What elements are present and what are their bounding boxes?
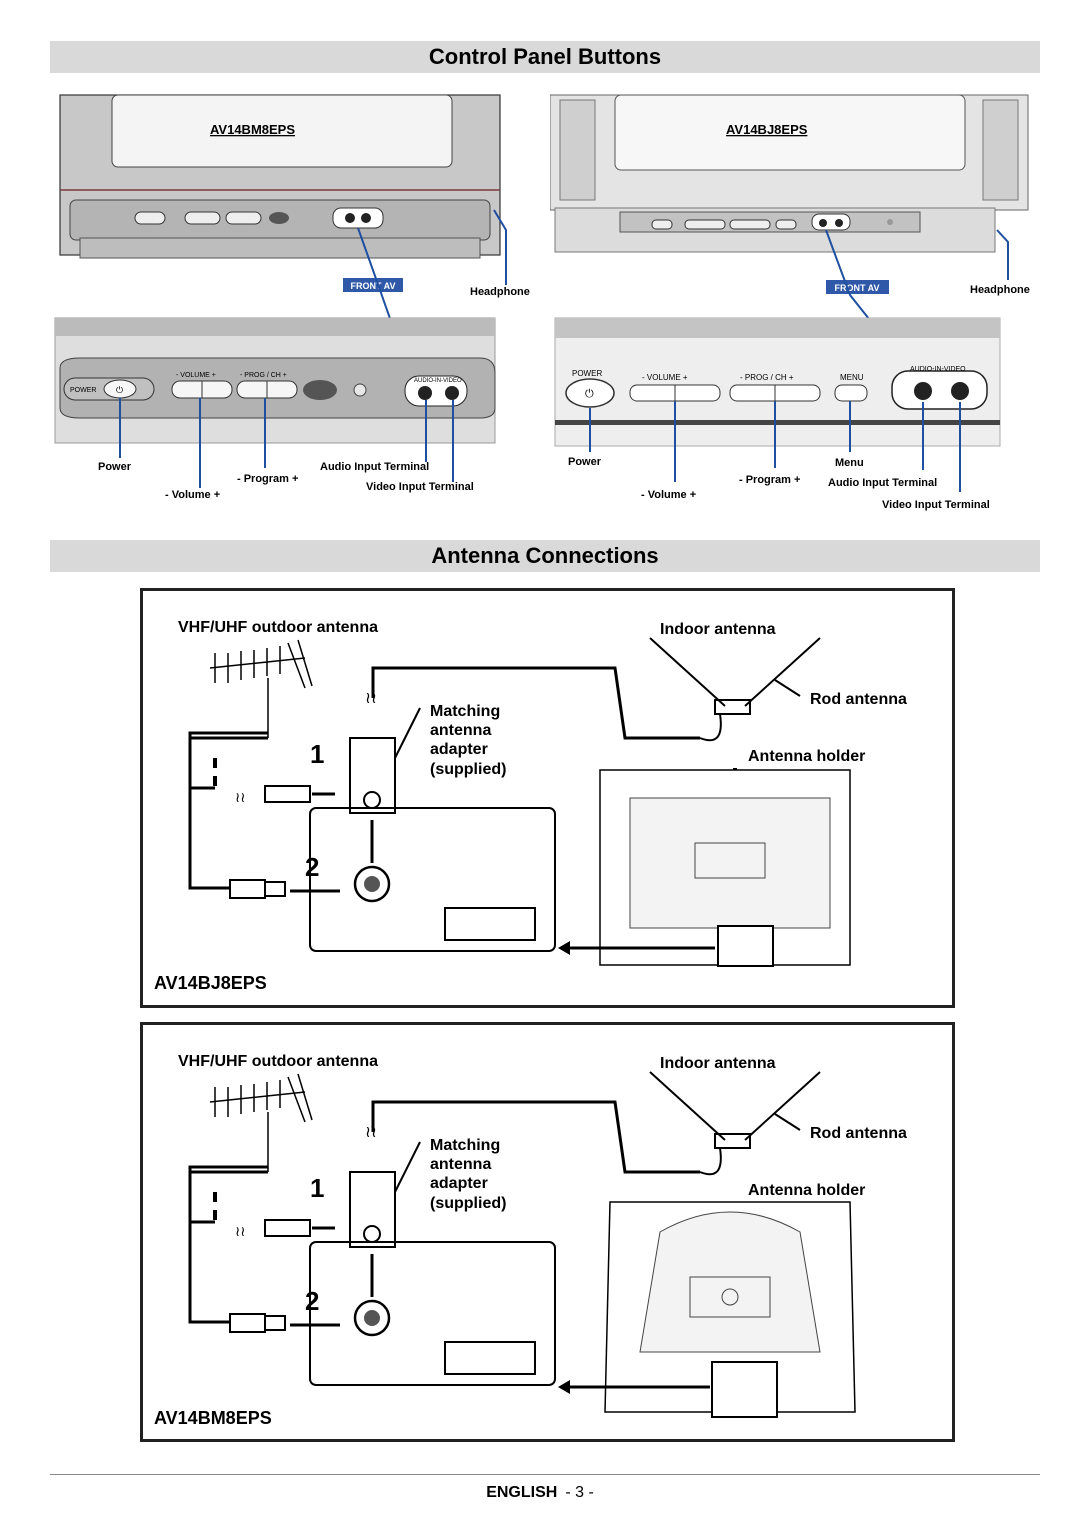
outdoor-antenna-label: VHF/UHF outdoor antenna (178, 619, 378, 636)
svg-text:⏻: ⏻ (116, 385, 123, 395)
antenna-holder-label: Antenna holder (748, 748, 865, 765)
callout-program-right: - Program + (739, 474, 800, 486)
footer-rule (50, 1474, 1040, 1475)
volume-label-zoom-left: - VOLUME + (176, 372, 216, 379)
adapter-label-3b: adapter (430, 1175, 488, 1192)
svg-text:≀≀: ≀≀ (235, 789, 246, 805)
callout-audio-right: Audio Input Terminal (828, 477, 937, 489)
callout-menu-right: Menu (835, 457, 864, 469)
adapter-label-4b: (supplied) (430, 1195, 506, 1212)
rod-antenna-label: Rod antenna (810, 691, 907, 708)
prog-label-zoom-left: - PROG / CH + (240, 372, 287, 379)
headphone-label-right: Headphone (970, 284, 1030, 296)
step-2-label-2: 2 (305, 1286, 319, 1316)
antenna-box-model-2: AV14BM8EPS (154, 1408, 272, 1428)
svg-text:≀≀: ≀≀ (235, 1223, 246, 1239)
step-2-label: 2 (305, 852, 319, 882)
adapter-label-4: (supplied) (430, 761, 506, 778)
menu-label-zoom-right: MENU (840, 373, 864, 382)
headphone-label-left: Headphone (470, 286, 530, 298)
callout-audio-left: Audio Input Terminal (320, 461, 429, 473)
rod-antenna-label-2: Rod antenna (810, 1125, 907, 1142)
callout-volume-right: - Volume + (641, 489, 696, 501)
adapter-label-2b: antenna (430, 1156, 491, 1173)
page-footer: ENGLISH - 3 - (0, 1484, 1080, 1502)
step-1-label: 1 (310, 739, 324, 769)
callout-program-left: - Program + (237, 473, 298, 485)
adapter-label-2: antenna (430, 722, 491, 739)
model-label-right: AV14BJ8EPS (726, 122, 808, 137)
svg-text:≀≀: ≀≀ (365, 1124, 377, 1141)
svg-text:≀≀: ≀≀ (365, 690, 377, 707)
power-label-zoom-left: POWER (70, 387, 96, 394)
power-label-zoom-right: POWER (572, 369, 602, 378)
footer-page-number: - 3 - (565, 1484, 594, 1501)
indoor-antenna-label-2: Indoor antenna (660, 1055, 776, 1072)
antenna-box-2: VHF/UHF outdoor antenna Indoor antenna ≀… (140, 1022, 955, 1442)
antenna-box-1: VHF/UHF outdoor antenna Indoor antenna ≀… (140, 588, 955, 1008)
control-panel-right-figure: AV14BJ8EPS FRONT AV Headphone POWER ⏻ - … (550, 94, 1030, 511)
adapter-label-1: Matching (430, 703, 500, 720)
model-label-left: AV14BM8EPS (210, 122, 295, 137)
adapter-label-3: adapter (430, 741, 488, 758)
antenna-box-model-1: AV14BJ8EPS (154, 973, 267, 993)
outdoor-antenna-label-2: VHF/UHF outdoor antenna (178, 1053, 378, 1070)
control-panel-left-figure: AV14BM8EPS FRONT AV Headphone POWER ⏻ - … (54, 94, 530, 501)
antenna-holder-label-2: Antenna holder (748, 1182, 865, 1199)
indoor-antenna-label: Indoor antenna (660, 621, 776, 638)
prog-label-zoom-right: - PROG / CH + (740, 373, 794, 382)
svg-text:⏻: ⏻ (585, 388, 594, 400)
callout-volume-left: - Volume + (165, 489, 220, 501)
av-label-zoom-right: AUDIO-IN-VIDEO (910, 366, 966, 373)
front-av-badge-right: FRONT AV (835, 283, 880, 293)
av-label-zoom-left: AUDIO-IN-VIDEO (414, 378, 462, 384)
adapter-label-1b: Matching (430, 1137, 500, 1154)
front-av-badge-left: FRONT AV (351, 281, 396, 291)
step-1-label-2: 1 (310, 1173, 324, 1203)
footer-language: ENGLISH (486, 1484, 558, 1501)
callout-power-right: Power (568, 456, 602, 468)
section-title-antenna: Antenna Connections (50, 540, 1040, 572)
callout-video-left: Video Input Terminal (366, 481, 474, 493)
section-title-control-panel: Control Panel Buttons (50, 41, 1040, 73)
callout-power-left: Power (98, 461, 132, 473)
callout-video-right: Video Input Terminal (882, 499, 990, 511)
volume-label-zoom-right: - VOLUME + (642, 373, 688, 382)
